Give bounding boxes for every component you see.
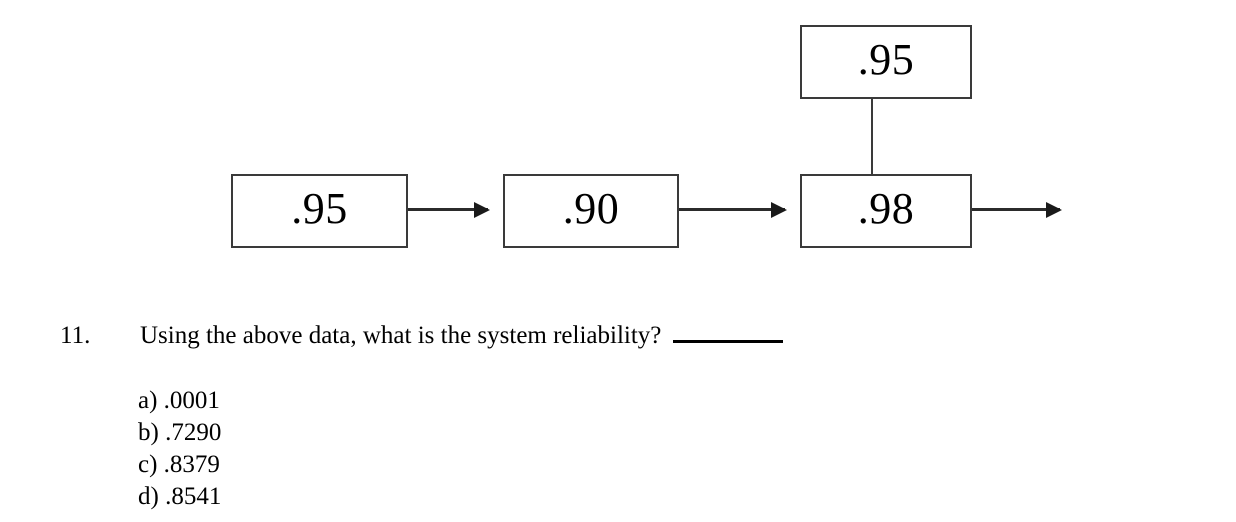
block-value: .90 [562,184,620,233]
block-serial-1: .95 [231,174,408,248]
flow-arrow-icon [408,208,488,211]
question-row: 11. Using the above data, what is the sy… [60,320,1160,351]
question-number: 11. [60,322,91,349]
answer-blank-field[interactable] [673,339,784,343]
answer-option-d[interactable]: d) .8541 [138,483,222,510]
question-text: Using the above data, what is the system… [140,322,662,349]
answer-option-a[interactable]: a) .0001 [138,387,220,414]
block-value: .95 [857,35,915,84]
reliability-block-diagram: .95 .95 .90 .98 [0,0,1236,280]
block-serial-2: .90 [503,174,679,248]
answer-option-c[interactable]: c) .8379 [138,451,220,478]
block-parallel-bottom: .98 [800,174,972,248]
block-value: .95 [291,184,348,233]
answer-options-list: a) .0001 b) .7290 c) .8379 d) .8541 [138,385,221,513]
block-value: .98 [857,184,915,233]
flow-arrow-output-icon [972,208,1060,211]
parallel-connector-line [871,99,873,175]
block-parallel-top: .95 [800,25,972,99]
flow-arrow-icon [679,208,785,211]
answer-option-b[interactable]: b) .7290 [138,419,222,446]
